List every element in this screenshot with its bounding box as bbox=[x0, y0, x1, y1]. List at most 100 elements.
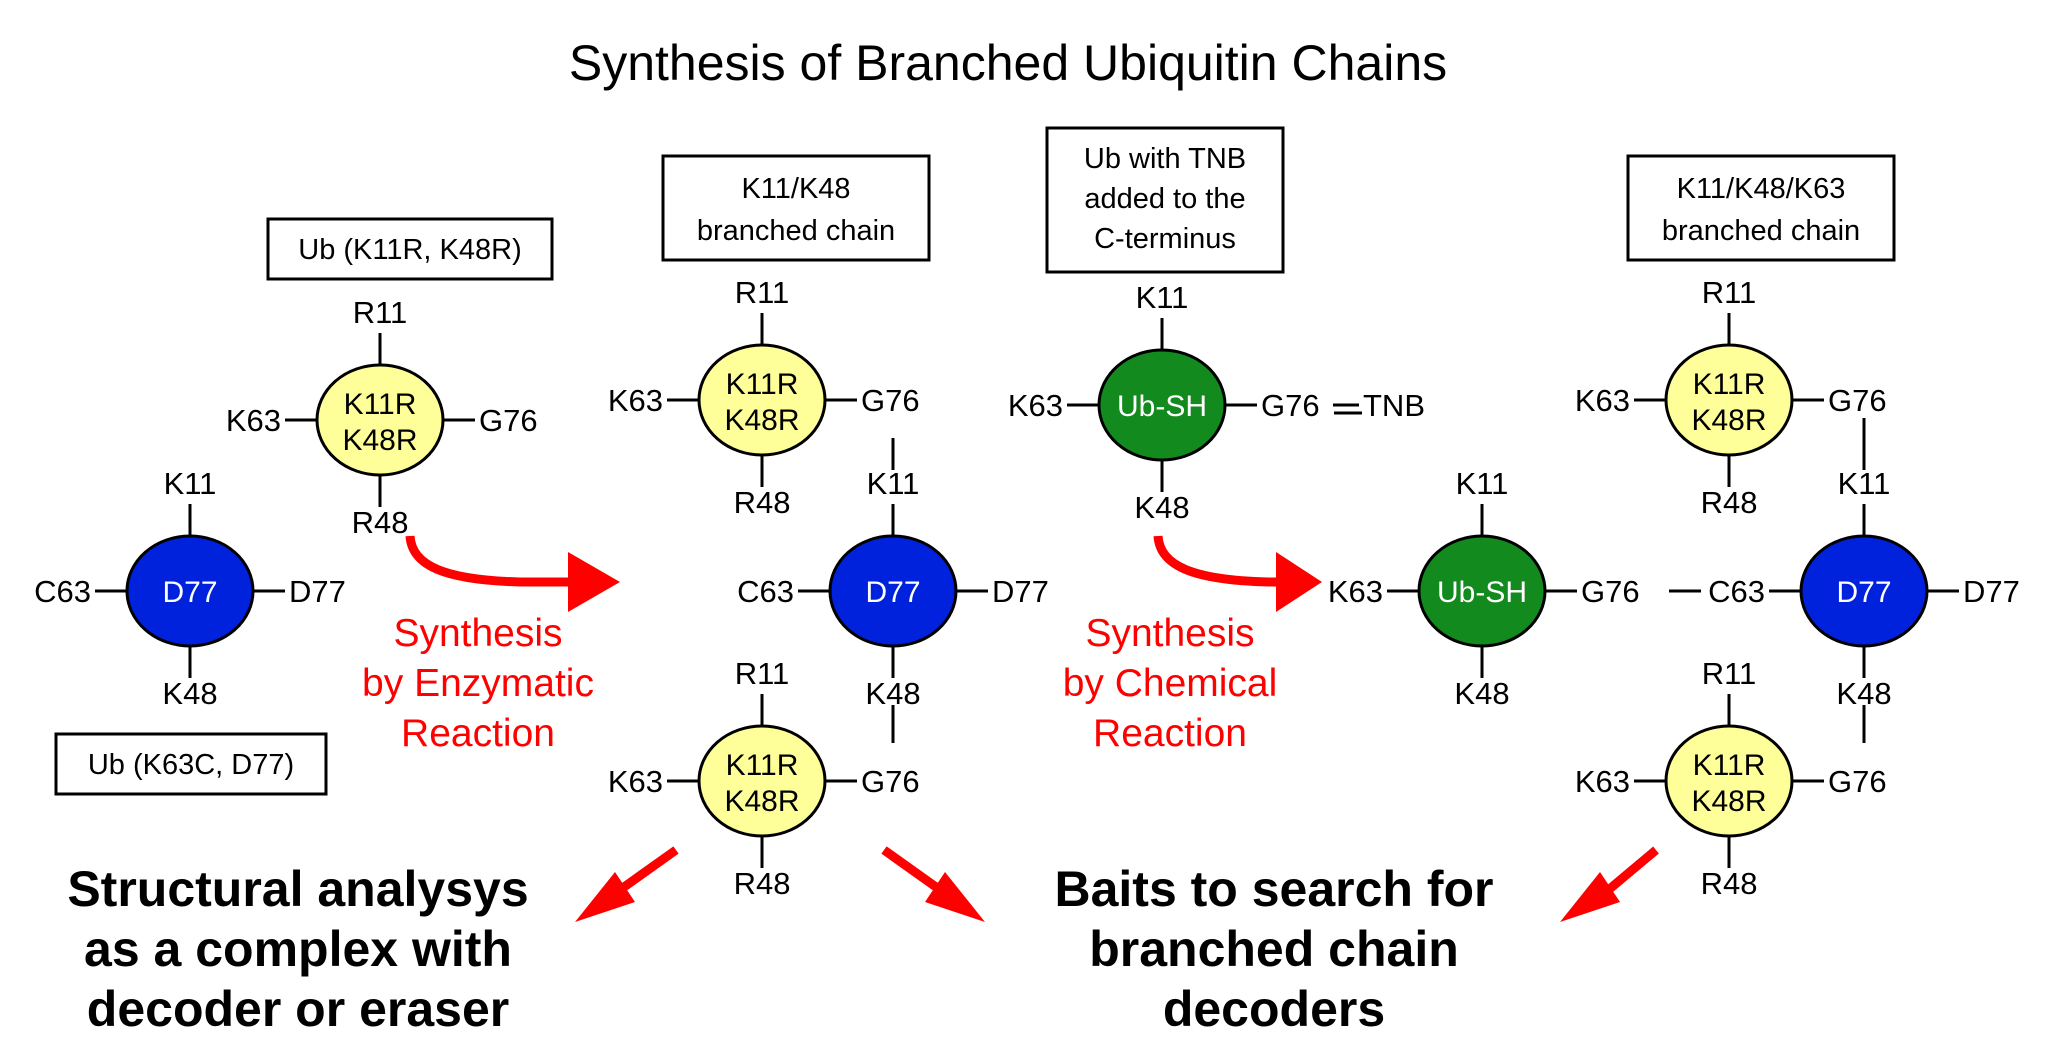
residue-label: G76 bbox=[861, 383, 920, 418]
residue-label: R11 bbox=[735, 275, 790, 310]
residue-label: C63 bbox=[737, 574, 794, 609]
residue-label: K48 bbox=[162, 676, 217, 711]
node-label: K48R bbox=[1691, 404, 1766, 437]
node-label: Ub-SH bbox=[1437, 576, 1527, 609]
outcome-arrows bbox=[575, 846, 1659, 922]
residue-label: R11 bbox=[735, 656, 790, 691]
chemical-reaction-label: Synthesis by Chemical Reaction bbox=[1063, 612, 1278, 755]
residue-label: K63 bbox=[608, 764, 663, 799]
box-text: branched chain bbox=[1662, 215, 1860, 247]
node-label: K11R bbox=[1693, 368, 1766, 401]
reaction-text: Synthesis bbox=[393, 612, 562, 655]
residue-label: R11 bbox=[1702, 656, 1757, 691]
reaction-text: by Chemical bbox=[1063, 662, 1278, 705]
residue-label: G76 bbox=[861, 764, 920, 799]
node-label: K48R bbox=[724, 785, 799, 818]
green-ubiquitin-node bbox=[1097, 348, 1227, 462]
residue-label: D77 bbox=[289, 574, 346, 609]
enzymatic-reaction-label: Synthesis by Enzymatic Reaction bbox=[362, 612, 594, 755]
node-label: K48R bbox=[1691, 785, 1766, 818]
yellow-ubiquitin-node bbox=[315, 363, 445, 477]
node-label: D77 bbox=[1836, 576, 1891, 609]
residue-label: K48 bbox=[1134, 490, 1189, 525]
box-text: K11/K48/K63 bbox=[1677, 173, 1846, 205]
residue-label: K11 bbox=[1136, 280, 1189, 315]
box-ub-tnb: Ub with TNB added to the C-terminus bbox=[1045, 126, 1285, 274]
outcome-text: decoders bbox=[1163, 981, 1385, 1037]
outcome-text: as a complex with bbox=[84, 921, 512, 977]
residue-label: R48 bbox=[734, 866, 791, 901]
residue-label: R48 bbox=[734, 485, 791, 520]
box-ub-k63c-d77: Ub (K63C, D77) bbox=[54, 732, 328, 796]
bonds bbox=[891, 411, 1866, 743]
green-ubiquitin-node bbox=[1417, 534, 1547, 648]
box-text: Ub (K63C, D77) bbox=[88, 749, 294, 781]
blue-ubiquitin-node bbox=[125, 534, 255, 648]
arrowhead bbox=[1560, 872, 1620, 922]
box-text: C-terminus bbox=[1094, 223, 1236, 255]
yellow-ubiquitin-node bbox=[697, 724, 827, 838]
residue-label: G76 bbox=[1581, 574, 1640, 609]
enzymatic-arrow bbox=[405, 535, 620, 612]
blue-ubiquitin-node bbox=[828, 534, 958, 648]
residue-label: R11 bbox=[353, 295, 408, 330]
residue-label: K48 bbox=[1454, 676, 1509, 711]
residue-label: K11 bbox=[1456, 466, 1509, 501]
reaction-text: by Enzymatic bbox=[362, 662, 594, 705]
box-text: added to the bbox=[1084, 183, 1245, 215]
outcome-text: Baits to search for bbox=[1054, 861, 1493, 917]
box-text: Ub with TNB bbox=[1084, 143, 1246, 175]
node-label: D77 bbox=[865, 576, 920, 609]
box-ub-k11r-k48r: Ub (K11R, K48R) bbox=[266, 217, 554, 281]
residue-label: TNB bbox=[1363, 388, 1425, 423]
box-k11-k48-branched: K11/K48 branched chain bbox=[661, 154, 931, 262]
residue-label: K63 bbox=[1008, 388, 1063, 423]
residue-label: R48 bbox=[352, 505, 409, 540]
yellow-ubiquitin-node bbox=[697, 343, 827, 457]
residue-label: K63 bbox=[1328, 574, 1383, 609]
residue-label: K11 bbox=[867, 466, 920, 501]
residue-label: K63 bbox=[226, 403, 281, 438]
reaction-text: Reaction bbox=[401, 712, 555, 755]
node-label: Ub-SH bbox=[1117, 390, 1207, 423]
reaction-text: Reaction bbox=[1093, 712, 1247, 755]
residue-label: R48 bbox=[1701, 485, 1758, 520]
node-label: K48R bbox=[724, 404, 799, 437]
residue-label: C63 bbox=[1708, 574, 1765, 609]
residue-label: K63 bbox=[1575, 764, 1630, 799]
residue-label: D77 bbox=[1963, 574, 2020, 609]
residue-label: G76 bbox=[1261, 388, 1320, 423]
residue-label: G76 bbox=[1828, 383, 1887, 418]
residue-label: R48 bbox=[1701, 866, 1758, 901]
outcome-text: Structural analysys bbox=[67, 861, 528, 917]
node-label: K11R bbox=[1693, 749, 1766, 782]
box-text: K11/K48 bbox=[741, 173, 850, 205]
residue-label: K63 bbox=[608, 383, 663, 418]
outcome-text: decoder or eraser bbox=[87, 981, 509, 1037]
node-label: K11R bbox=[344, 388, 417, 421]
node-label: K11R bbox=[726, 368, 799, 401]
structural-analysis-label: Structural analysys as a complex with de… bbox=[67, 861, 528, 1037]
yellow-ubiquitin-node bbox=[1664, 343, 1794, 457]
reaction-text: Synthesis bbox=[1085, 612, 1254, 655]
node-label: K11R bbox=[726, 749, 799, 782]
arrowhead bbox=[925, 872, 985, 922]
residue-label: K63 bbox=[1575, 383, 1630, 418]
chemical-arrow bbox=[1153, 535, 1322, 612]
box-text: branched chain bbox=[697, 215, 895, 247]
arrowhead bbox=[575, 872, 635, 922]
baits-label: Baits to search for branched chain decod… bbox=[1054, 861, 1493, 1037]
residue-label: G76 bbox=[479, 403, 538, 438]
residue-label: R11 bbox=[1702, 275, 1757, 310]
residue-label: C63 bbox=[34, 574, 91, 609]
residue-label: G76 bbox=[1828, 764, 1887, 799]
